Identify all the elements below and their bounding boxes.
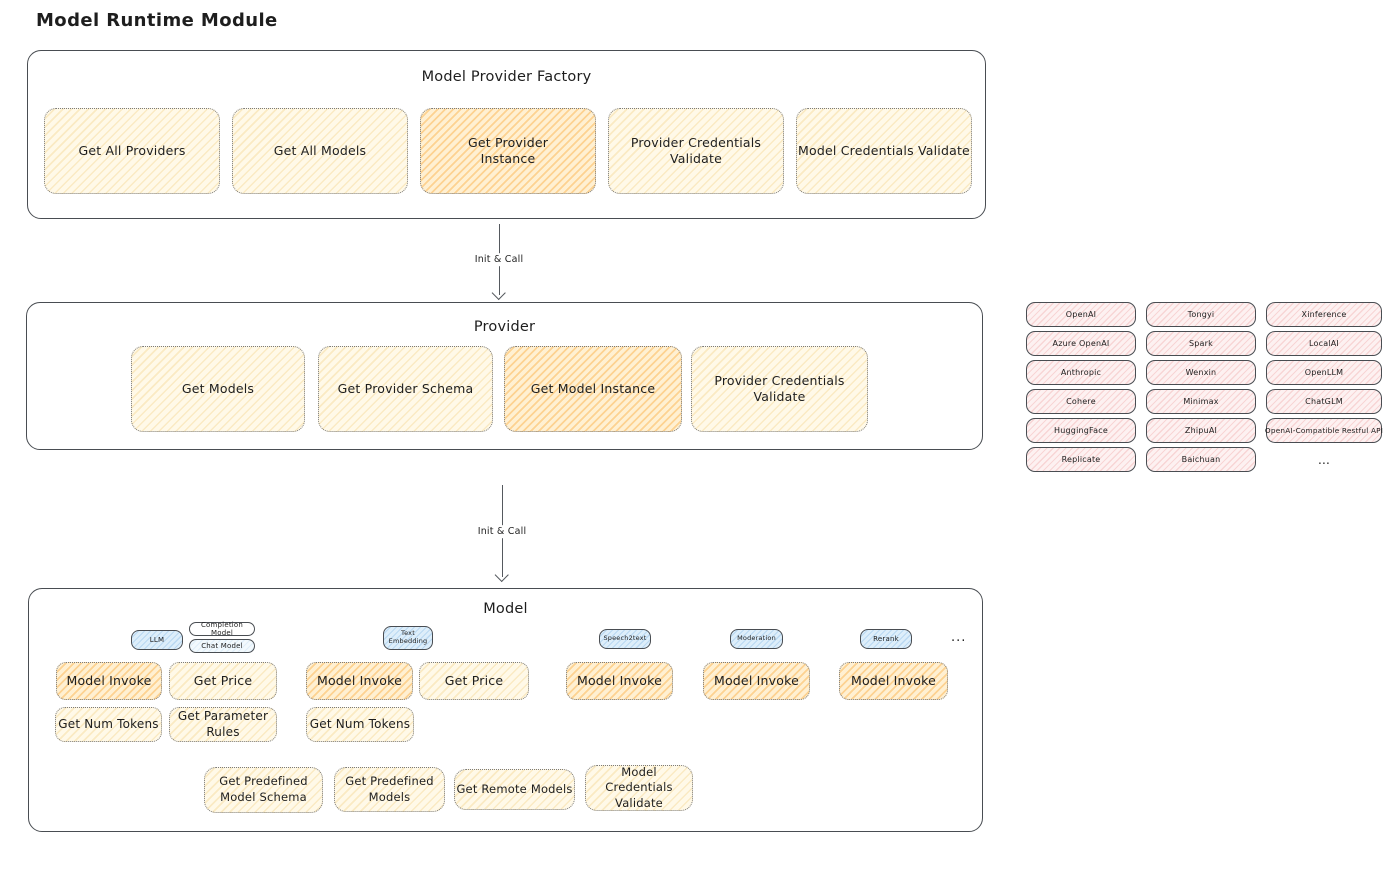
tag-llm: LLM xyxy=(131,630,183,650)
node-get-num-tokens-llm: Get Num Tokens xyxy=(55,707,162,742)
model-title: Model xyxy=(483,601,528,617)
node-get-price-llm: Get Price xyxy=(169,662,277,700)
provider-pill: Tongyi xyxy=(1146,302,1256,327)
provider-pill: Azure OpenAI xyxy=(1026,331,1136,356)
arrow-label: Init & Call xyxy=(470,253,528,267)
node-get-all-providers: Get All Providers xyxy=(44,108,220,194)
provider-pill: Anthropic xyxy=(1026,360,1136,385)
node-model-invoke-text-embedding: Model Invoke xyxy=(306,662,413,700)
node-get-num-tokens-text-embedding: Get Num Tokens xyxy=(306,707,414,742)
supported-providers-grid: OpenAI Tongyi Xinference Azure OpenAI Sp… xyxy=(1026,302,1383,472)
provider-pill: Baichuan xyxy=(1146,447,1256,472)
provider-pill: Minimax xyxy=(1146,389,1256,414)
node-get-models: Get Models xyxy=(131,346,305,432)
provider-pill: Xinference xyxy=(1266,302,1382,327)
node-model-invoke-rerank: Model Invoke xyxy=(839,662,948,700)
provider-pill: Cohere xyxy=(1026,389,1136,414)
node-get-predefined-models: Get Predefined Models xyxy=(334,767,445,812)
arrow-label: Init & Call xyxy=(473,524,531,538)
tag-text-embedding: Text Embedding xyxy=(383,626,433,650)
section-provider: Provider Get Models Get Provider Schema … xyxy=(26,302,983,450)
tag-completion-model: Completion Model xyxy=(189,621,255,637)
node-model-invoke-moderation: Model Invoke xyxy=(703,662,810,700)
provider-pill: OpenLLM xyxy=(1266,360,1382,385)
tag-rerank: Rerank xyxy=(860,629,912,649)
provider-pill: Spark xyxy=(1146,331,1256,356)
provider-pill: HuggingFace xyxy=(1026,418,1136,443)
arrow-init-call-1: Init & Call xyxy=(469,224,529,301)
providers-more-ellipsis: ... xyxy=(1317,452,1331,467)
arrow-head-icon xyxy=(491,285,506,301)
node-model-credentials-validate: Model Credentials Validate xyxy=(796,108,972,194)
arrow-head-icon xyxy=(494,567,509,583)
section-model: Model LLM Completion Model Chat Model Te… xyxy=(28,588,983,832)
page-title: Model Runtime Module xyxy=(36,10,278,31)
node-provider-credentials-validate: Provider Credentials Validate xyxy=(608,108,784,194)
provider-pill: OpenAI xyxy=(1026,302,1136,327)
provider-pill: Replicate xyxy=(1026,447,1136,472)
provider-pill: Wenxin xyxy=(1146,360,1256,385)
provider-pill: ChatGLM xyxy=(1266,389,1382,414)
node-get-parameter-rules: Get Parameter Rules xyxy=(169,707,277,742)
node-model-invoke-llm: Model Invoke xyxy=(56,662,162,700)
node-get-price-text-embedding: Get Price xyxy=(419,662,529,700)
node-get-predefined-model-schema: Get Predefined Model Schema xyxy=(204,767,323,813)
tags-more-ellipsis: ... xyxy=(951,630,967,645)
arrow-init-call-2: Init & Call xyxy=(472,485,532,583)
node-get-provider-schema: Get Provider Schema xyxy=(318,346,493,432)
factory-title: Model Provider Factory xyxy=(421,69,592,85)
node-model-invoke-speech2text: Model Invoke xyxy=(566,662,673,700)
node-get-remote-models: Get Remote Models xyxy=(454,769,575,810)
tag-chat-model: Chat Model xyxy=(189,639,255,653)
provider-title: Provider xyxy=(473,319,536,335)
section-model-provider-factory: Model Provider Factory Get All Providers… xyxy=(27,50,986,219)
node-model-credentials-validate-model: Model Credentials Validate xyxy=(585,765,693,811)
node-provider-credentials-validate-2: Provider Credentials Validate xyxy=(691,346,868,432)
provider-pill: LocalAI xyxy=(1266,331,1382,356)
provider-pill: OpenAI-Compatible Restful API xyxy=(1265,418,1383,443)
node-get-all-models: Get All Models xyxy=(232,108,408,194)
node-get-model-instance: Get Model Instance xyxy=(504,346,682,432)
provider-pill: ZhipuAI xyxy=(1146,418,1256,443)
tag-speech2text: Speech2text xyxy=(599,629,651,649)
node-get-provider-instance: Get Provider Instance xyxy=(420,108,596,194)
tag-moderation: Moderation xyxy=(730,629,783,649)
